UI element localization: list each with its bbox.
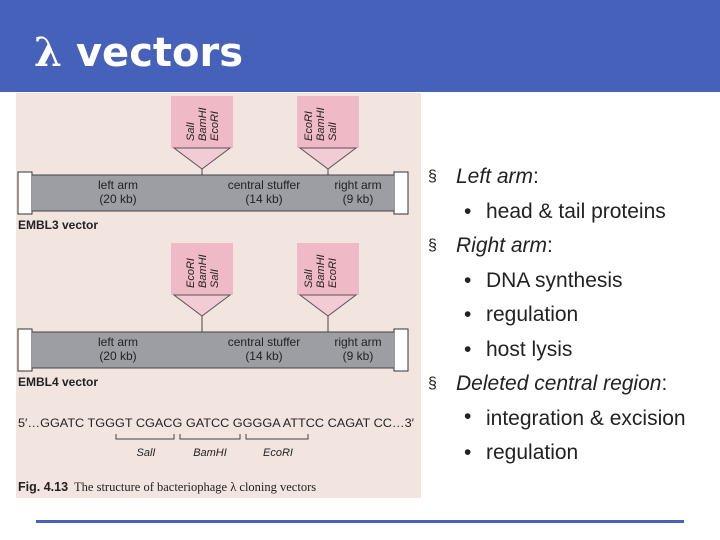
embl4-left-pointer bbox=[172, 294, 232, 317]
sub-bullet-text: regulation bbox=[486, 440, 579, 464]
sub-bullet: • host lysis bbox=[426, 333, 716, 368]
embl3-right-end bbox=[393, 171, 409, 215]
bullet-label: Deleted central region bbox=[456, 372, 662, 395]
title-text: vectors bbox=[75, 30, 244, 76]
embl4-left-end bbox=[17, 328, 33, 372]
sub-bullet: • regulation bbox=[426, 298, 716, 333]
square-bullet-icon: § bbox=[428, 375, 437, 392]
sub-bullet-text: regulation bbox=[486, 303, 579, 326]
embl3-site-sali-right: SalI bbox=[327, 122, 339, 141]
sub-bullet-text: DNA synthesis bbox=[486, 268, 623, 292]
dot-bullet-icon: • bbox=[464, 268, 472, 292]
sub-bullet: • head & tail proteins bbox=[426, 195, 716, 230]
embl3-left-sites-box bbox=[171, 96, 233, 148]
embl4-right-sites-box bbox=[297, 243, 359, 295]
bullet-right-arm: § Right arm: bbox=[426, 229, 716, 264]
embl3-right-pointer bbox=[298, 147, 358, 170]
embl4-right-arm-size: (9 kb) bbox=[343, 349, 374, 363]
sub-bullet-text: integration & excision bbox=[486, 406, 686, 430]
title-bar bbox=[0, 0, 720, 92]
bullet-colon: : bbox=[661, 372, 668, 395]
embl3-right-arm-label: right arm bbox=[334, 178, 381, 192]
embl3-left-arm-label: left arm bbox=[98, 178, 138, 192]
embl3-site-bamhi-right: BamHI bbox=[315, 107, 327, 141]
embl4-stuffer-size: (14 kb) bbox=[245, 349, 282, 363]
embl4-site-bamhi-right: BamHI bbox=[315, 254, 327, 288]
lambda-vector-diagram: SalI BamHI EcoRI EcoRI BamHI SalI left a… bbox=[17, 96, 414, 494]
embl4-left-sites-box bbox=[171, 243, 233, 295]
sub-bullet: • regulation bbox=[426, 436, 716, 471]
dot-bullet-icon: • bbox=[464, 199, 472, 223]
embl4-right-pointer bbox=[298, 294, 358, 317]
sub-bullet: • DNA synthesis bbox=[426, 264, 716, 299]
embl3-right-sites-box bbox=[297, 96, 359, 148]
ecori-bracket bbox=[245, 434, 309, 440]
seq-site-ecori: EcoRI bbox=[263, 447, 293, 459]
square-bullet-icon: § bbox=[428, 168, 437, 185]
embl4-vector-label: EMBL4 vector bbox=[18, 375, 98, 389]
sub-bullet: • integration & excision bbox=[426, 402, 716, 436]
dot-bullet-icon: • bbox=[464, 303, 472, 326]
embl3-site-ecori-right: EcoRI bbox=[303, 111, 315, 141]
embl4-site-sali-right: SalI bbox=[303, 269, 315, 288]
caption-number: Fig. 4.13 bbox=[18, 480, 68, 494]
polylinker-sequence: 5′…GGATC TGGGT CGACG GATCC GGGGA ATTCC C… bbox=[18, 418, 414, 430]
bullet-list: § Left arm: • head & tail proteins § Right … bbox=[426, 160, 716, 470]
embl4-site-ecori-left: EcoRI bbox=[185, 258, 197, 288]
embl3-left-pointer bbox=[172, 147, 232, 170]
embl3-site-bamhi-left: BamHI bbox=[197, 107, 209, 141]
seq-site-bamhi: BamHI bbox=[193, 447, 227, 459]
embl4-site-ecori-right: EcoRI bbox=[327, 258, 339, 288]
bullet-left-arm: § Left arm: bbox=[426, 160, 716, 195]
sub-bullet-text: host lysis bbox=[486, 337, 573, 361]
embl4-left-arm-size: (20 kb) bbox=[99, 349, 136, 363]
bamhi-bracket bbox=[179, 434, 241, 440]
embl4-left-arm-label: left arm bbox=[98, 335, 138, 349]
lambda-symbol: λ bbox=[34, 29, 63, 76]
bullet-colon: : bbox=[533, 165, 539, 188]
seq-site-sali: SalI bbox=[137, 447, 156, 459]
caption-text: The structure of bacteriophage λ cloning… bbox=[74, 480, 316, 494]
embl4-site-bamhi-left: BamHI bbox=[197, 254, 209, 288]
embl3-site-sali-left: SalI bbox=[185, 122, 197, 141]
dot-bullet-icon: • bbox=[464, 404, 472, 428]
bullet-colon: : bbox=[547, 234, 553, 257]
textbook-figure: SalI BamHI EcoRI EcoRI BamHI SalI left a… bbox=[16, 93, 421, 498]
embl4-right-arm-label: right arm bbox=[334, 335, 381, 349]
bullet-label: Right arm bbox=[456, 234, 548, 257]
figure-caption: Fig. 4.13 The structure of bacteriophage … bbox=[18, 480, 316, 494]
sub-bullet-text: head & tail proteins bbox=[486, 199, 666, 223]
embl3-site-ecori-left: EcoRI bbox=[209, 111, 221, 141]
embl4-bar bbox=[32, 332, 394, 368]
square-bullet-icon: § bbox=[428, 237, 437, 254]
bullet-label: Left arm bbox=[456, 165, 534, 188]
embl3-left-end bbox=[17, 171, 33, 215]
embl3-left-arm-size: (20 kb) bbox=[99, 192, 136, 206]
embl3-right-arm-size: (9 kb) bbox=[343, 192, 374, 206]
embl3-stuffer-size: (14 kb) bbox=[245, 192, 282, 206]
embl4-right-end bbox=[393, 328, 409, 372]
footer-divider bbox=[36, 520, 684, 523]
sali-bracket bbox=[115, 434, 175, 440]
embl3-vector-label: EMBL3 vector bbox=[18, 218, 98, 232]
embl3-bar bbox=[32, 175, 394, 211]
embl3-stuffer-label: central stuffer bbox=[228, 178, 300, 192]
dot-bullet-icon: • bbox=[464, 337, 472, 361]
bullet-central-region: § Deleted central region: bbox=[426, 367, 716, 402]
slide-title: λ vectors bbox=[34, 28, 243, 78]
embl4-stuffer-label: central stuffer bbox=[228, 335, 300, 349]
dot-bullet-icon: • bbox=[464, 440, 472, 464]
embl4-site-sali-left: SalI bbox=[209, 269, 221, 288]
